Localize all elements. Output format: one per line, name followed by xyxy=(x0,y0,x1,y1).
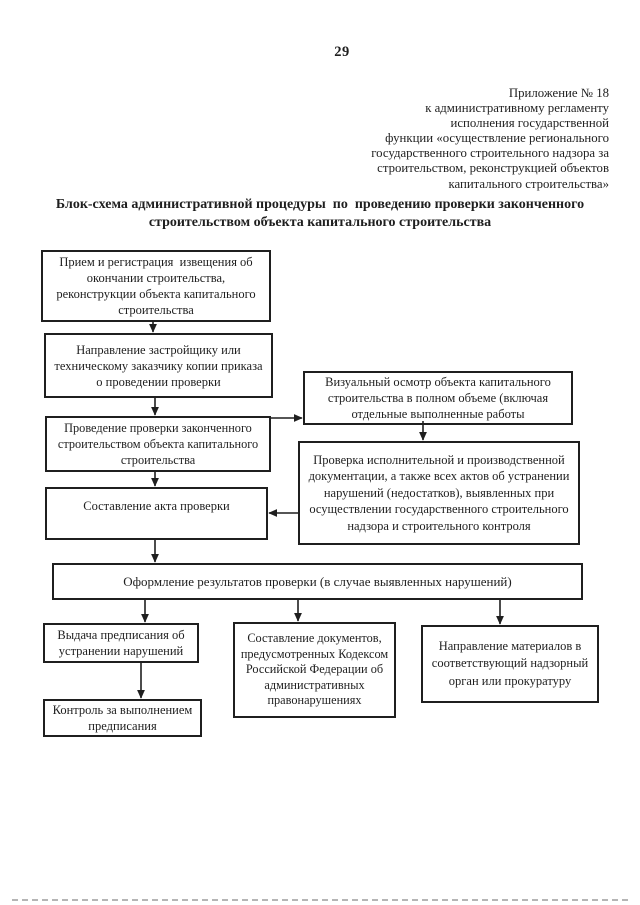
appendix-line: исполнения государственной xyxy=(450,116,609,131)
appendix-line: строительством, реконструкцией объектов xyxy=(377,161,609,176)
page-number: 29 xyxy=(334,44,350,60)
appendix-line: функции «осуществление регионального xyxy=(385,131,609,146)
node-conduct-inspection: Проведение проверки законченного строите… xyxy=(45,416,271,472)
node-send-materials: Направление материалов в соответствующий… xyxy=(421,625,599,703)
node-admin-documents: Составление документов, предусмотренных … xyxy=(233,622,396,718)
node-prescription-control: Контроль за выполнением предписания xyxy=(43,699,202,737)
document-title: Блок-схема административной процедуры по… xyxy=(55,197,588,230)
appendix-line: к административному регламенту xyxy=(425,101,609,116)
appendix-line: капитального строительства» xyxy=(448,176,609,191)
appendix-line: государственного строительного надзора з… xyxy=(371,146,609,161)
appendix-line: Приложение № 18 xyxy=(508,86,609,100)
node-documentation-check: Проверка исполнительной и производственн… xyxy=(298,441,580,545)
appendix-heading: Приложение № 18 к административному регл… xyxy=(279,86,609,192)
node-results-registration: Оформление результатов проверки (в случа… xyxy=(52,563,583,600)
node-reception-registration: Прием и регистрация извещения об окончан… xyxy=(41,250,271,322)
node-send-order-copy: Направление застройщику или техническому… xyxy=(44,333,273,398)
node-inspection-act: Составление акта проверки xyxy=(45,487,268,540)
node-issue-prescription: Выдача предписания об устранении нарушен… xyxy=(43,623,199,663)
node-visual-inspection: Визуальный осмотр объекта капитального с… xyxy=(303,371,573,425)
page-bottom-edge xyxy=(12,899,628,901)
